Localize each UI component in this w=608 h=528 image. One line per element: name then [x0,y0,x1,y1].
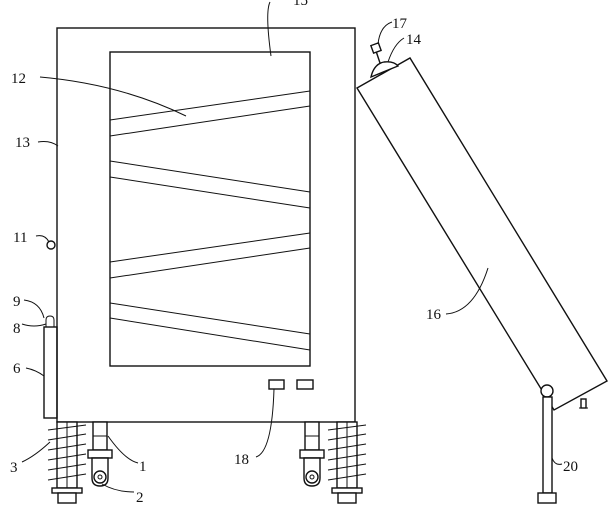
stand-post [542,396,553,494]
top-fitting [370,61,400,79]
left-spring-foot [47,421,87,504]
label-13: 13 [15,135,30,151]
label-15: 15 [293,0,308,9]
right-caster [299,421,325,487]
label-18: 18 [234,452,249,468]
nozzle [45,315,55,327]
side-knob [46,240,56,250]
label-14: 14 [406,32,422,48]
label-12: 12 [11,71,26,87]
label-6: 6 [13,361,21,377]
label-11: 11 [13,230,27,246]
label-20: 20 [563,459,578,475]
leader-lines [21,1,563,493]
label-16: 16 [426,307,442,323]
side-tank [43,326,58,419]
cabinet-body [56,27,356,423]
valve-stem [375,50,381,64]
valve-handle [369,41,383,55]
shelves [109,90,311,351]
label-3: 3 [10,460,18,476]
window-frame [109,51,311,367]
control-button-left [268,379,285,390]
stand-foot [537,492,557,504]
label-2: 2 [136,490,144,506]
panel-outlet [580,398,587,409]
label-17: 17 [392,16,408,32]
label-9: 9 [13,294,21,310]
control-button-right [296,379,314,390]
tilted-panel [356,57,608,411]
left-caster [87,421,113,487]
label-8: 8 [13,321,21,337]
label-1: 1 [139,459,147,475]
right-spring-foot [327,421,367,504]
stand-pivot [540,384,554,398]
